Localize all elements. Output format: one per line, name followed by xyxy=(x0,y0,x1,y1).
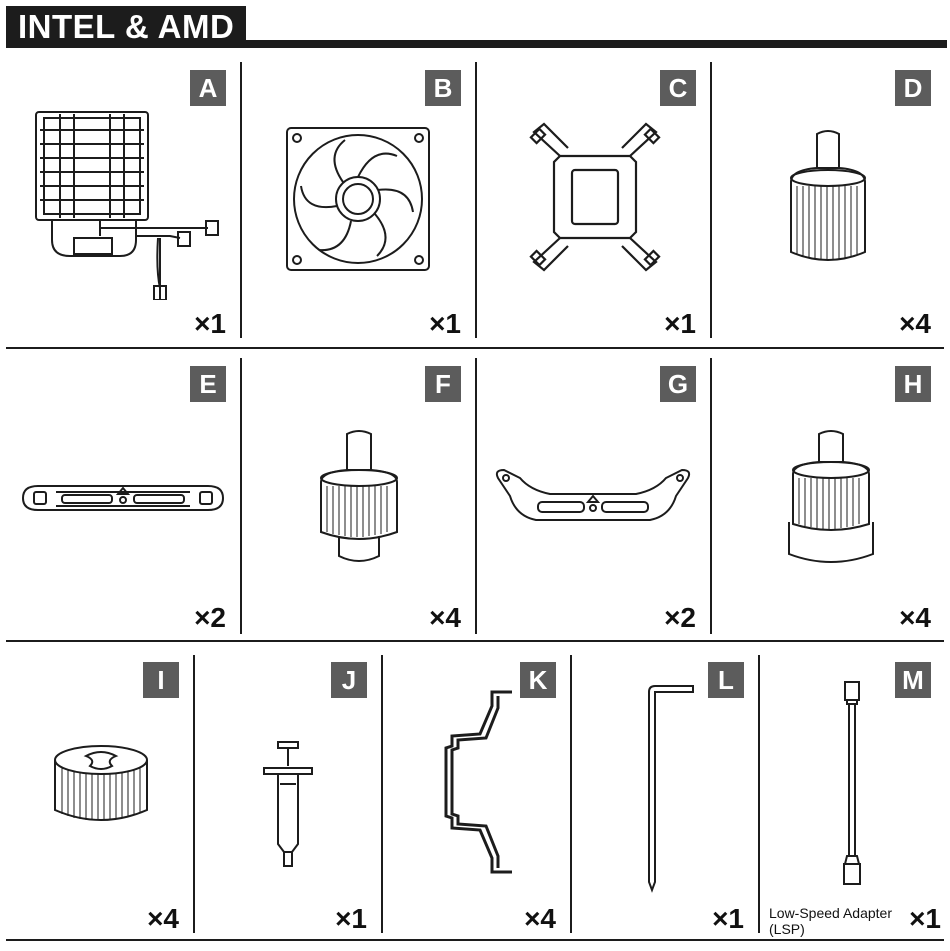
part-quantity: ×4 xyxy=(147,903,179,935)
part-letter-badge: F xyxy=(425,366,461,402)
part-quantity: ×4 xyxy=(899,308,931,340)
cpu-cooler-icon xyxy=(30,110,230,300)
part-quantity: ×2 xyxy=(194,602,226,634)
part-letter-badge: J xyxy=(331,662,367,698)
row-divider-2 xyxy=(6,640,944,642)
standoff-icon xyxy=(311,426,407,568)
part-letter-badge: K xyxy=(520,662,556,698)
part-cell-j: J ×1 xyxy=(194,652,381,937)
part-quantity: ×1 xyxy=(664,308,696,340)
standoff-icon xyxy=(781,428,881,568)
part-cell-h: H ×4 xyxy=(711,356,945,636)
part-cell-d: D ×4 xyxy=(711,60,945,342)
part-letter-badge: H xyxy=(895,366,931,402)
part-letter-badge: D xyxy=(895,70,931,106)
hex-key-icon xyxy=(635,682,697,898)
part-cell-l: L ×1 xyxy=(571,652,758,937)
part-quantity: ×4 xyxy=(899,602,931,634)
part-cell-a: A ×1 xyxy=(6,60,240,342)
part-letter-badge: G xyxy=(660,366,696,402)
thumb-nut-icon xyxy=(46,742,156,828)
part-cell-g: G ×2 xyxy=(476,356,710,636)
part-letter-badge: C xyxy=(660,70,696,106)
part-quantity: ×1 xyxy=(909,903,941,935)
part-cell-c: C ×1 xyxy=(476,60,710,342)
title-rule xyxy=(246,40,947,48)
part-letter-badge: M xyxy=(895,662,931,698)
part-quantity: ×1 xyxy=(429,308,461,340)
part-cell-i: I ×4 xyxy=(6,652,193,937)
part-cell-e: E ×2 xyxy=(6,356,240,636)
low-speed-adapter-cable-icon xyxy=(837,680,867,890)
part-letter-badge: A xyxy=(190,70,226,106)
standoff-icon xyxy=(783,128,873,268)
part-quantity: ×4 xyxy=(524,903,556,935)
thermal-paste-syringe-icon xyxy=(260,740,316,870)
part-quantity: ×1 xyxy=(194,308,226,340)
part-quantity: ×1 xyxy=(335,903,367,935)
part-letter-badge: E xyxy=(190,366,226,402)
row-divider-1 xyxy=(6,347,944,349)
row-divider-3 xyxy=(6,939,944,941)
section-title: INTEL & AMD xyxy=(6,6,246,48)
part-letter-badge: I xyxy=(143,662,179,698)
part-quantity: ×1 xyxy=(712,903,744,935)
part-letter-badge: L xyxy=(708,662,744,698)
part-note: Low-Speed Adapter (LSP) xyxy=(769,905,919,937)
intel-mounting-bracket-icon xyxy=(18,472,228,522)
part-letter-badge: B xyxy=(425,70,461,106)
part-quantity: ×2 xyxy=(664,602,696,634)
backplate-icon xyxy=(520,122,670,272)
part-cell-k: K ×4 xyxy=(382,652,570,937)
part-cell-f: F ×4 xyxy=(241,356,475,636)
part-cell-m: M Low-Speed Adapter (LSP) ×1 xyxy=(759,652,945,937)
fan-clip-icon xyxy=(438,686,518,886)
part-cell-b: B ×1 xyxy=(241,60,475,342)
part-quantity: ×4 xyxy=(429,602,461,634)
amd-mounting-bracket-icon xyxy=(490,466,696,532)
fan-icon xyxy=(285,126,431,272)
